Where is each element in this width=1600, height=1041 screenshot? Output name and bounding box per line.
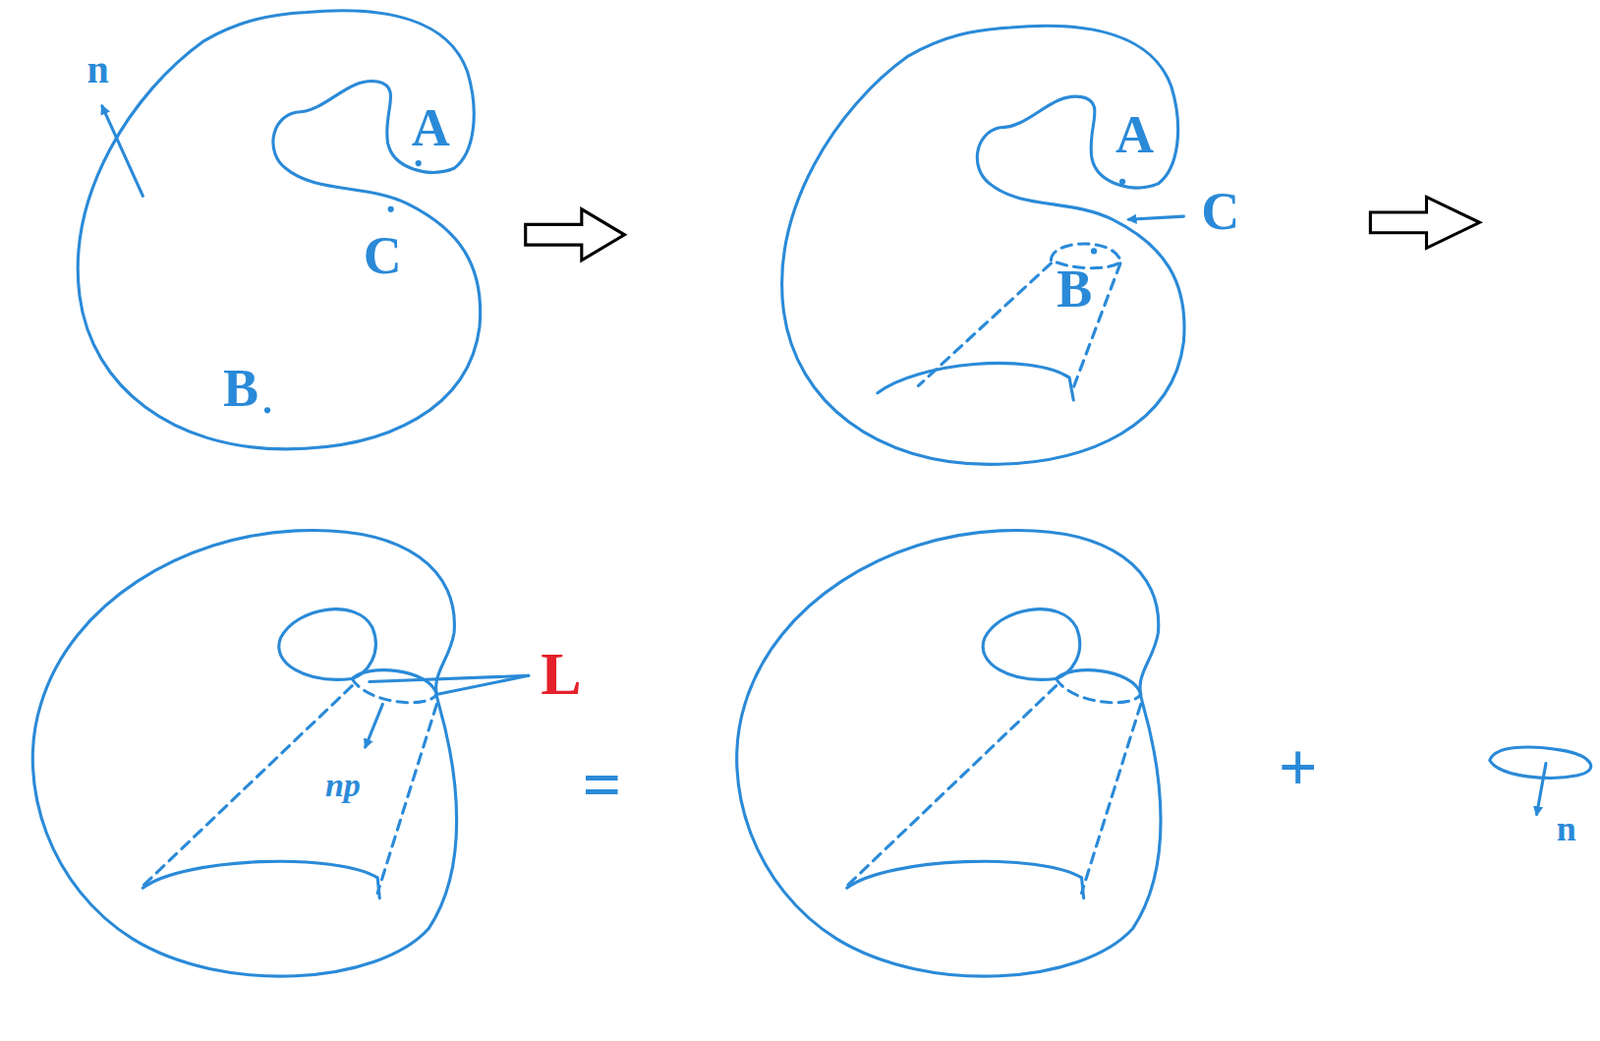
point-label: A (1115, 108, 1154, 162)
curve-label: L (540, 642, 581, 704)
plus-sign: + (1278, 733, 1318, 802)
point-label: C (363, 228, 402, 283)
normal-vector-label: n (1556, 810, 1577, 847)
equals-sign: = (582, 750, 623, 820)
normal-vector-label: np (325, 768, 361, 802)
point-label: A (411, 101, 451, 155)
point-label: C (1200, 184, 1240, 238)
point-label: B (1056, 262, 1092, 316)
normal-vector-label: n (87, 50, 110, 90)
point-label: B (223, 361, 259, 415)
